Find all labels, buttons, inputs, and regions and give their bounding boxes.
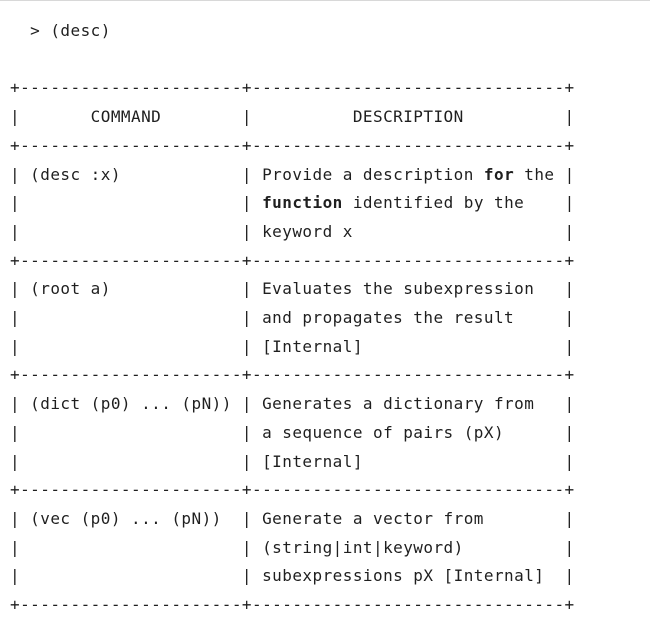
terminal-output: > (desc) +----------------------+-------… [10,17,575,620]
window-top-border [0,0,650,1]
desc-command-output: > (desc) +----------------------+-------… [10,21,575,615]
